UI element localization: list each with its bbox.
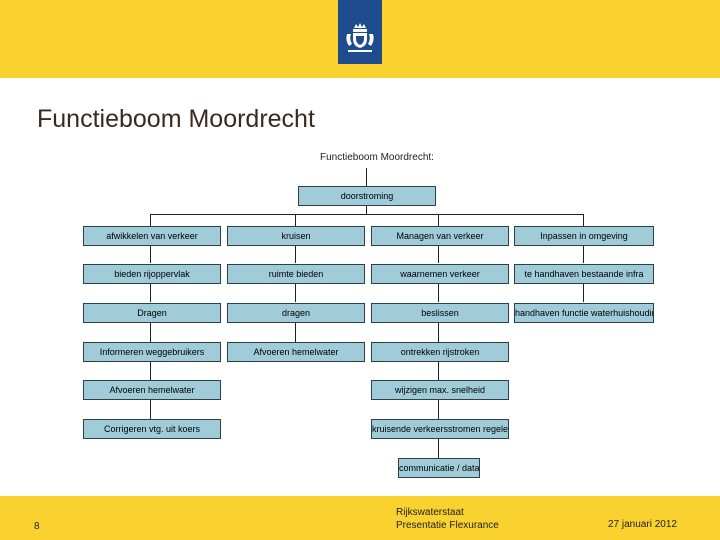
- diagram-node: kruisen: [227, 226, 365, 246]
- connector-line: [295, 214, 296, 226]
- diagram-node: Afvoeren hemelwater: [83, 380, 221, 400]
- footer-date: 27 januari 2012: [608, 519, 677, 530]
- diagram-title: Functieboom Moordrecht:: [320, 152, 434, 163]
- connector-line: [295, 283, 296, 302]
- diagram-node-root: doorstroming: [298, 186, 436, 206]
- connector-line: [150, 245, 151, 263]
- diagram-node: Corrigeren vtg. uit koers: [83, 419, 221, 439]
- connector-line: [583, 283, 584, 302]
- connector-line: [366, 168, 367, 186]
- diagram-node: communicatie / data: [398, 458, 480, 478]
- diagram-node: Afvoeren hemelwater: [227, 342, 365, 362]
- connector-line: [583, 214, 584, 226]
- connector-line: [438, 361, 439, 380]
- diagram-node: ontrekken rijstroken: [371, 342, 509, 362]
- connector-line: [295, 322, 296, 342]
- diagram-node: bieden rijoppervlak: [83, 264, 221, 284]
- diagram-node: Inpassen in omgeving: [514, 226, 654, 246]
- connector-line: [150, 399, 151, 419]
- connector-line: [438, 439, 439, 458]
- diagram-node: afwikkelen van verkeer: [83, 226, 221, 246]
- connector-line: [438, 322, 439, 342]
- page-number: 8: [34, 521, 40, 532]
- connector-line: [438, 283, 439, 302]
- connector-line: [150, 322, 151, 342]
- connector-line: [438, 214, 439, 226]
- connector-line: [150, 283, 151, 302]
- diagram-node: Dragen: [83, 303, 221, 323]
- connector-line: [438, 399, 439, 419]
- diagram-node: Managen van verkeer: [371, 226, 509, 246]
- diagram-node: waarnemen verkeer: [371, 264, 509, 284]
- footer-organization: Rijkswaterstaat Presentatie Flexurance: [396, 506, 499, 532]
- connector-line: [150, 214, 151, 226]
- connector-line: [366, 206, 367, 214]
- slide-title: Functieboom Moordrecht: [37, 105, 315, 133]
- diagram-node: dragen: [227, 303, 365, 323]
- footer-presentation-name: Presentatie Flexurance: [396, 520, 499, 531]
- connector-line: [150, 361, 151, 380]
- rijksoverheid-logo: [338, 0, 382, 64]
- connector-line: [150, 214, 584, 215]
- diagram-node: handhaven functie waterhuishouding: [514, 303, 654, 323]
- footer-org-name: Rijkswaterstaat: [396, 507, 464, 518]
- diagram-node: kruisende verkeersstromen regelen: [371, 419, 509, 439]
- connector-line: [583, 245, 584, 263]
- connector-line: [295, 245, 296, 263]
- connector-line: [438, 245, 439, 263]
- footer-band: [0, 496, 720, 540]
- diagram-node: Informeren weggebruikers: [83, 342, 221, 362]
- diagram-node: ruimte bieden: [227, 264, 365, 284]
- royal-coat-of-arms-icon: [346, 23, 374, 52]
- diagram-node: beslissen: [371, 303, 509, 323]
- diagram-node: wijzigen max. snelheid: [371, 380, 509, 400]
- diagram-node: te handhaven bestaande infra: [514, 264, 654, 284]
